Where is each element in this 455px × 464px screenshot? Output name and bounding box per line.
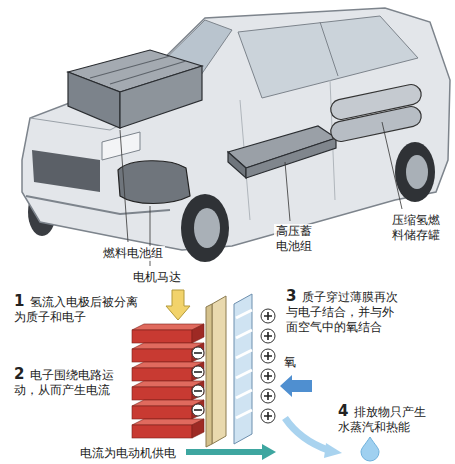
electron-symbol <box>194 409 202 411</box>
hydrogen-tank <box>329 105 423 144</box>
anode-slab <box>192 400 204 419</box>
proton-symbol <box>264 392 272 400</box>
anode-slab <box>132 330 192 343</box>
front-wheel <box>181 194 229 262</box>
rear-wheel <box>395 142 435 202</box>
electron-symbol <box>192 366 204 378</box>
proton-symbol <box>261 369 275 383</box>
leader-line <box>120 130 128 242</box>
anode-slab <box>192 324 204 343</box>
leader-line <box>285 162 290 221</box>
water-drop <box>361 437 379 461</box>
proton-symbol <box>264 352 272 360</box>
anode-slabs <box>132 324 204 438</box>
proton-symbol <box>264 332 272 340</box>
anode-slab <box>132 425 192 438</box>
water-arrow <box>285 418 328 450</box>
cathode-band <box>236 370 252 378</box>
battery-pack <box>246 138 336 178</box>
callout-number: 4 <box>338 403 348 420</box>
anode-slab <box>192 362 204 381</box>
fuel-cell-stack <box>120 66 202 128</box>
leader-line <box>120 122 402 266</box>
proton-symbol <box>261 389 275 403</box>
water-arrow <box>324 443 342 458</box>
proton-symbol <box>264 412 272 420</box>
cathode-band <box>236 390 252 398</box>
part-label: 压缩氢燃 料储存罐 <box>390 213 450 243</box>
hydrogen-arrow <box>166 290 190 320</box>
proton-symbol <box>261 409 275 423</box>
window-pillar <box>320 22 338 76</box>
proton-symbol <box>261 329 275 343</box>
caption-note: 电流为电动机供电 <box>80 446 176 461</box>
anode-slab <box>132 387 192 400</box>
membrane <box>206 304 212 447</box>
proton-symbol <box>236 309 275 423</box>
current-arrow <box>186 444 276 460</box>
callout-text: 质子穿过薄膜再次 与电子结合，并与外 面空气中的氧结合 <box>286 290 410 335</box>
fuel-cell-stack <box>68 72 120 128</box>
callout-number: 1 <box>14 293 24 310</box>
callout-number: 3 <box>286 288 296 305</box>
anode-slab <box>132 349 192 362</box>
membrane <box>212 296 226 444</box>
anode-slab <box>192 381 204 400</box>
anode-slab <box>192 343 204 362</box>
callout-text: 氢流入电极后被分离 为质子和电子 <box>14 295 146 325</box>
callout-text: 排放物只产生 水蒸汽和热能 <box>338 405 438 435</box>
part-label: 燃料电池组 <box>101 246 165 261</box>
cathode-band <box>236 350 252 358</box>
proton-symbol <box>261 309 275 323</box>
proton-symbol <box>261 349 275 363</box>
gas-label: 氧 <box>284 355 296 370</box>
fuel-cell-stack <box>68 50 202 128</box>
grille <box>32 150 100 192</box>
callout-number: 2 <box>14 366 24 383</box>
car-illustration <box>22 8 450 266</box>
wheel-hub <box>406 155 428 189</box>
anode-slab <box>132 406 192 419</box>
electron-symbol <box>192 404 204 416</box>
leader-line <box>382 122 402 209</box>
stack-rib <box>90 56 186 84</box>
cathode-band <box>236 330 252 338</box>
battery-pack <box>228 152 246 178</box>
motor <box>118 161 190 204</box>
electron-symbol <box>192 347 204 359</box>
callout-text: 电子围绕电路运 动，从而产生电流 <box>14 368 126 398</box>
oxygen-arrow <box>280 375 312 397</box>
anode-slab <box>132 368 192 381</box>
battery-pack <box>228 126 336 178</box>
electron-symbol <box>194 371 202 373</box>
electron-symbol <box>192 385 204 397</box>
wheel-hub <box>194 208 220 248</box>
part-label: 电机马达 <box>131 270 183 285</box>
electron-symbol <box>194 390 202 392</box>
anode-slab <box>192 419 204 438</box>
cathode-band <box>236 410 252 418</box>
cathode-band <box>236 310 252 318</box>
side-window <box>238 16 418 98</box>
proton-symbol <box>264 312 272 320</box>
car-body <box>22 8 450 250</box>
proton-symbol <box>264 372 272 380</box>
electron-symbol <box>194 352 202 354</box>
electron-symbol <box>192 347 204 416</box>
part-label: 高压蓄 电池组 <box>274 224 322 254</box>
cathode-panel <box>234 294 252 444</box>
